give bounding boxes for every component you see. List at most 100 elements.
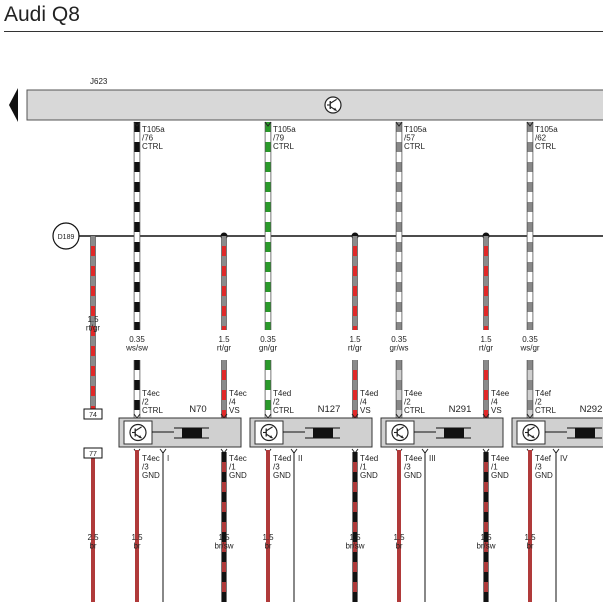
comp-3-ctrl-mid-0: 0.35	[522, 335, 538, 344]
comp-1-top-ctrl-2: CTRL	[273, 406, 294, 415]
comp-2-bot-gnd1-2: GND	[404, 471, 422, 480]
comp-2-top-ctrl-0: T4ee	[404, 389, 423, 398]
comp-3-coil-icon	[575, 428, 595, 438]
comp-2-top-vs-1: /4	[491, 398, 498, 407]
comp-1-vs-mid-0: 1.5	[349, 335, 361, 344]
comp-1-bot-gnd2-2: GND	[360, 471, 378, 480]
comp-2-bot-gnd1-1: /3	[404, 463, 411, 472]
comp-3-transistor-icon	[522, 423, 540, 442]
page-title: Audi Q8	[4, 3, 80, 26]
comp-0-vs-mid-1: rt/gr	[217, 344, 232, 353]
comp-2-bot-gnd2-2: GND	[491, 471, 509, 480]
comp-1-vs-mid-1: rt/gr	[348, 344, 363, 353]
comp-0-top-ctrl-0: T4ec	[142, 389, 160, 398]
comp-1-coil-icon	[313, 428, 333, 438]
comp-0-bot-gnd1-1: /3	[142, 463, 149, 472]
comp-2-vs-mid-1: rt/gr	[479, 344, 494, 353]
control-unit-bar	[26, 89, 603, 121]
control-unit-label: J623	[90, 77, 108, 86]
comp-0-transistor-icon	[129, 423, 147, 442]
comp-1-top-ctrl-1: /2	[273, 398, 280, 407]
comp-2-ctrl-mid-0: 0.35	[391, 335, 407, 344]
comp-2-transistor-icon	[391, 423, 409, 442]
continuation-arrow-left	[9, 88, 18, 122]
ground-point-label: D189	[58, 234, 75, 241]
comp-2-bot2-1: br/sw	[476, 542, 495, 551]
comp-1-bot-gnd2-0: T4ed	[360, 454, 378, 463]
control-unit-transistor-icon-arrow	[333, 107, 337, 111]
comp-2-bot2-0: 1.5	[480, 533, 492, 542]
comp-3-bot1-0: 1.5	[524, 533, 536, 542]
header-pin-2-1: /57	[404, 134, 416, 143]
header-pin-3-0: T105a	[535, 125, 558, 134]
left-wire-bottom-0: 2.5	[87, 533, 99, 542]
comp-1-transistor-icon-circle	[260, 423, 278, 442]
comp-1-bot2-1: br/sw	[345, 542, 364, 551]
comp-2-top-vs-0: T4ee	[491, 389, 510, 398]
comp-3-numeral: IV	[560, 454, 568, 463]
comp-3-transistor-icon-arrow	[531, 435, 535, 439]
title-divider	[4, 31, 603, 32]
comp-1-transistor-icon-c	[265, 426, 273, 432]
comp-1-ctrl-mid-1: gn/gr	[259, 344, 278, 353]
comp-0-numeral: I	[167, 454, 169, 463]
comp-0-bot-gnd1-2: GND	[142, 471, 160, 480]
comp-1-transistor-icon	[260, 423, 278, 442]
comp-1-name: N127	[318, 404, 341, 415]
comp-0-gnd2-wire-base	[222, 452, 226, 602]
comp-3-ctrl-mid-1: ws/gr	[519, 344, 539, 353]
header-pin-0-0: T105a	[142, 125, 165, 134]
terminal-box-74	[83, 408, 103, 420]
comp-3-top-ctrl-0: T4ef	[535, 389, 552, 398]
comp-0-vs-mid-0: 1.5	[218, 335, 230, 344]
comp-0-top-vs-1: /4	[229, 398, 236, 407]
comp-0-coil-icon	[182, 428, 202, 438]
comp-0-bot1-0: 1.5	[131, 533, 143, 542]
header-pin-3-2: CTRL	[535, 142, 556, 151]
comp-1-transistor-icon-arrow	[269, 435, 273, 439]
comp-3-top-ctrl-1: /2	[535, 398, 542, 407]
header-pin-0-2: CTRL	[142, 142, 163, 151]
comp-0-transistor-icon-c	[134, 426, 142, 432]
control-unit-transistor-icon-circle	[324, 96, 342, 114]
comp-0-bot-gnd2-1: /1	[229, 463, 236, 472]
comp-2-bot-gnd2-0: T4ee	[491, 454, 510, 463]
comp-3-name: N292	[580, 404, 603, 415]
control-unit-transistor-icon	[324, 96, 342, 114]
left-wire-bottom-1: br	[89, 542, 96, 551]
comp-0-transistor-icon-circle	[129, 423, 147, 442]
comp-2-bot1-0: 1.5	[393, 533, 405, 542]
comp-2-ctrl-mid-1: gr/ws	[389, 344, 408, 353]
comp-2-top-vs-2: VS	[491, 406, 502, 415]
comp-3-transistor-icon-c	[527, 426, 535, 432]
comp-1-bot1-1: br	[264, 542, 271, 551]
control-unit-transistor-icon-c	[329, 98, 337, 104]
comp-1-bot-gnd1-0: T4ed	[273, 454, 291, 463]
comp-2-coil-icon	[444, 428, 464, 438]
comp-0-top-vs-0: T4ec	[229, 389, 247, 398]
comp-1-bot-gnd1-1: /3	[273, 463, 280, 472]
comp-2-bot-gnd1-0: T4ee	[404, 454, 423, 463]
comp-0-name: N70	[189, 404, 206, 415]
header-pin-3-1: /62	[535, 134, 547, 143]
comp-2-top-ctrl-1: /2	[404, 398, 411, 407]
ctrl-pin-arrow-0	[133, 121, 141, 127]
comp-1-bot1-0: 1.5	[262, 533, 274, 542]
comp-3-top-ctrl-2: CTRL	[535, 406, 556, 415]
comp-0-bot-gnd1-0: T4ec	[142, 454, 160, 463]
comp-3-transistor-icon-circle	[522, 423, 540, 442]
comp-1-bot2-0: 1.5	[349, 533, 361, 542]
comp-3-bot-gnd1-0: T4ef	[535, 454, 552, 463]
comp-2-vs-mid-0: 1.5	[480, 335, 492, 344]
comp-0-bot-gnd2-0: T4ec	[229, 454, 247, 463]
ctrl-pin-arrow-2	[395, 121, 403, 127]
comp-0-bot2-0: 1.5	[218, 533, 230, 542]
comp-2-numeral: III	[429, 454, 436, 463]
comp-0-bot2-1: br/sw	[214, 542, 233, 551]
comp-0-transistor-icon-arrow	[138, 435, 142, 439]
comp-1-gnd2-wire-base	[353, 452, 357, 602]
comp-1-bot-gnd1-2: GND	[273, 471, 291, 480]
header-pin-1-0: T105a	[273, 125, 296, 134]
comp-2-top-ctrl-2: CTRL	[404, 406, 425, 415]
